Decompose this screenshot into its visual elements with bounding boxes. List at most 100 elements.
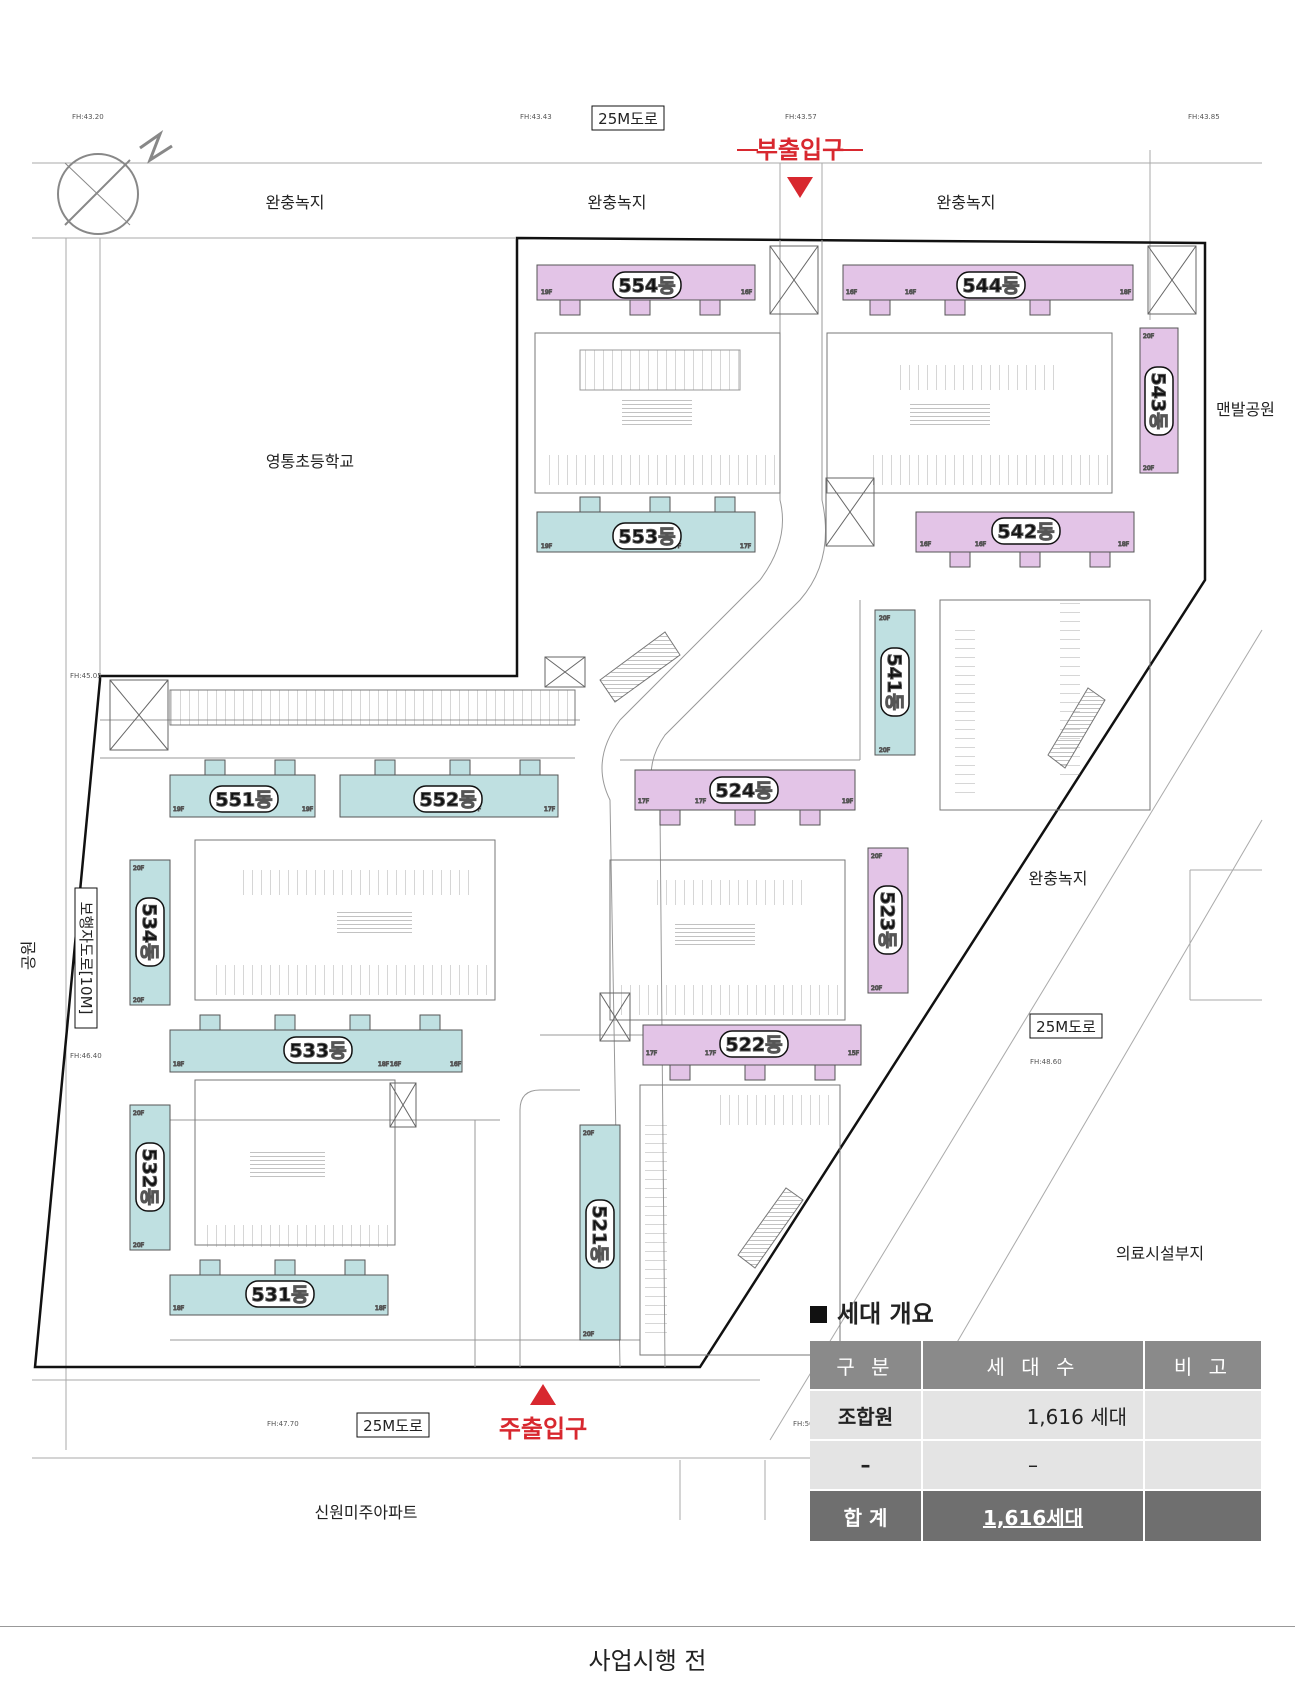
total-households: 1,616세대 [922, 1490, 1145, 1543]
building-544-floor-a: 16F [846, 289, 858, 296]
fh-level-left-upper: FH:45.05 [70, 672, 102, 680]
building-523-floor-a: 20F [871, 853, 883, 860]
fh-level-topleft: FH:43.20 [72, 113, 104, 121]
building-542-floor-a: 16F [920, 541, 932, 548]
total-note [1144, 1490, 1263, 1543]
building-521-floor-a: 20F [583, 1130, 595, 1137]
fh-level-bottom: FH:47.70 [267, 1420, 299, 1428]
page-caption: 사업시행 전 [588, 1647, 707, 1675]
building-552-floor-b: 17F [544, 806, 556, 813]
building-533-floor-c: 16F [390, 1061, 402, 1068]
table-row: 조합원 1,616 세대 [810, 1390, 1263, 1441]
building-551-label: 551동 [215, 789, 272, 811]
road-top-label: 25M도로 [598, 110, 658, 128]
building-534: 20F 20F 534동 [129, 859, 171, 1006]
building-533-floor-d: 16F [450, 1061, 462, 1068]
building-521: 20F 20F 521동 [579, 1124, 621, 1341]
building-531-label: 531동 [251, 1284, 308, 1306]
apartment-label: 신원미주아파트 [314, 1503, 417, 1522]
road-right-label: 25M도로 [1036, 1018, 1096, 1036]
header-category: 구 분 [810, 1341, 923, 1391]
building-541-label: 541동 [883, 653, 905, 710]
buffer-green-right: 완충녹지 [937, 193, 996, 212]
buffer-green-left: 완충녹지 [266, 193, 325, 212]
building-521-label: 521동 [588, 1205, 610, 1262]
building-554-floor-b: 16F [741, 289, 753, 296]
total-row: 합 계 1,616세대 [810, 1490, 1263, 1543]
building-543: 20F 20F 543동 [1139, 327, 1179, 474]
overview-table: 구 분 세 대 수 비 고 조합원 1,616 세대 – – 합 계 1,616… [810, 1341, 1263, 1543]
buildings: 19F 16F 554동 16F 16F 18F 544동 20F 20F 54… [129, 264, 1179, 1341]
row-category: 조합원 [810, 1390, 923, 1441]
building-532: 20F 20F 532동 [129, 1104, 171, 1251]
school-label: 영통초등학교 [266, 452, 354, 471]
building-544-label: 544동 [962, 275, 1019, 297]
fh-level-bottom-right: FH:50.50 [793, 1420, 825, 1428]
park-label: 맨발공원 [1216, 400, 1275, 419]
household-overview: 세대 개요 구 분 세 대 수 비 고 조합원 1,616 세대 – – [810, 1297, 1263, 1543]
total-label: 합 계 [810, 1490, 923, 1543]
building-534-label: 534동 [138, 903, 160, 960]
building-522-floor-b: 17F [705, 1050, 717, 1057]
building-553-label: 553동 [618, 526, 675, 548]
row-note [1144, 1440, 1263, 1491]
buffer-green-east: 완충녹지 [1029, 869, 1088, 888]
building-531: 18F 18F 531동 [169, 1259, 389, 1316]
building-551-floor-b: 19F [302, 806, 314, 813]
fh-level-right: FH:48.60 [1030, 1058, 1062, 1066]
overview-title: 세대 개요 [810, 1297, 1262, 1331]
building-524-floor-a: 17F [638, 798, 650, 805]
building-523: 20F 20F 523동 [867, 847, 909, 994]
row-households: – [922, 1440, 1145, 1491]
building-534-floor-b: 20F [133, 997, 145, 1004]
table-row: – – [810, 1440, 1263, 1491]
building-522: 17F 17F 15F 522동 [642, 1024, 862, 1081]
building-551: 19F 19F 551동 [169, 759, 316, 818]
building-552: 17F 17F 552동 [339, 759, 559, 818]
fh-level-left-lower: FH:46.40 [70, 1052, 102, 1060]
fh-level-topright: FH:43.85 [1188, 113, 1220, 121]
building-532-label: 532동 [138, 1148, 160, 1205]
square-bullet-icon [810, 1306, 827, 1323]
sub-entrance-label: 부출입구 [756, 136, 844, 164]
pedestrian-road-label: 보행자도로[10M] [77, 902, 95, 1015]
building-541-floor-a: 20F [879, 615, 891, 622]
building-523-floor-b: 20F [871, 985, 883, 992]
building-542-floor-c: 18F [1118, 541, 1130, 548]
building-524-floor-b: 17F [695, 798, 707, 805]
building-534-floor-a: 20F [133, 865, 145, 872]
building-542-label: 542동 [997, 521, 1054, 543]
building-543-label: 543동 [1147, 372, 1169, 429]
left-park-label: 공원 [19, 941, 38, 970]
row-households: 1,616 세대 [922, 1390, 1145, 1441]
building-533-floor-b: 18F [378, 1061, 390, 1068]
buffer-green-mid: 완충녹지 [588, 193, 647, 212]
building-552-label: 552동 [419, 789, 476, 811]
building-551-floor-a: 19F [173, 806, 185, 813]
row-category: – [810, 1440, 923, 1491]
building-544-floor-b: 16F [905, 289, 917, 296]
building-553: 19F 17F 17F 553동 [536, 496, 756, 553]
sub-entrance-arrow-icon [787, 177, 813, 198]
row-note [1144, 1390, 1263, 1441]
building-544-floor-c: 18F [1120, 289, 1132, 296]
building-533: 18F 18F 16F 16F 533동 [169, 1014, 463, 1073]
building-543-floor-a: 20F [1143, 333, 1155, 340]
building-524-floor-c: 19F [842, 798, 854, 805]
main-entrance-label: 주출입구 [499, 1415, 587, 1443]
building-523-label: 523동 [876, 891, 898, 948]
building-522-label: 522동 [725, 1034, 782, 1056]
building-532-floor-b: 20F [133, 1242, 145, 1249]
building-542-floor-b: 16F [975, 541, 987, 548]
building-531-floor-a: 18F [173, 1305, 185, 1312]
context-lines [32, 150, 1263, 1520]
parking-garages [109, 245, 1197, 1356]
building-544: 16F 16F 18F 544동 [842, 264, 1134, 316]
site-boundary [33, 236, 1207, 1369]
header-households: 세 대 수 [922, 1341, 1145, 1391]
building-541-floor-b: 20F [879, 747, 891, 754]
header-note: 비 고 [1144, 1341, 1263, 1391]
building-553-floor-c: 17F [740, 543, 752, 550]
building-541: 20F 20F 541동 [874, 609, 916, 756]
building-554-floor-a: 19F [541, 289, 553, 296]
